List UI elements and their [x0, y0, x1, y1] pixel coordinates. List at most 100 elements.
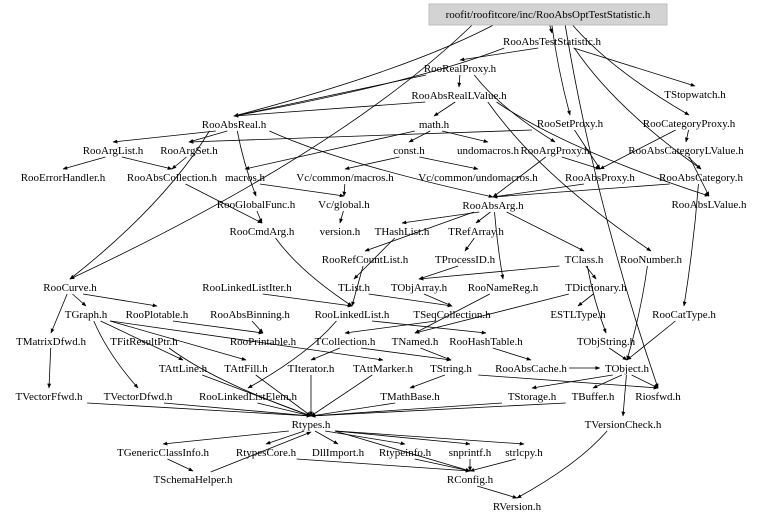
node-titerator-h[interactable]: TIterator.h — [288, 363, 335, 375]
node-rooabsreallvalue-h[interactable]: RooAbsRealLValue.h — [411, 90, 507, 102]
node-roocurve-h[interactable]: RooCurve.h — [43, 282, 97, 294]
node-rtypes-h[interactable]: Rtypes.h — [292, 419, 331, 431]
node-riosfwd-h[interactable]: Riosfwd.h — [635, 391, 681, 403]
node-rooglobalfunc-h[interactable]: RooGlobalFunc.h — [217, 199, 296, 211]
node-trefarray-h[interactable]: TRefArray.h — [448, 226, 504, 238]
node-const-h[interactable]: const.h — [393, 145, 425, 157]
node-roonamereg-h[interactable]: RooNameReg.h — [468, 282, 539, 294]
node-tobjarray-h[interactable]: TObjArray.h — [391, 282, 448, 294]
node-roorealproxy-h[interactable]: RooRealProxy.h — [424, 63, 497, 75]
node-rooabsbinning-h[interactable]: RooAbsBinning.h — [210, 309, 290, 321]
node-undomacros-h[interactable]: undomacros.h — [457, 145, 520, 157]
node-rooabscategory-h[interactable]: RooAbsCategory.h — [659, 172, 743, 184]
node-rtypescore-h[interactable]: RtypesCore.h — [236, 447, 297, 459]
node-rooplotable-h[interactable]: RooPlotable.h — [126, 309, 189, 321]
root-node-label: roofit/roofitcore/inc/RooAbsOptTestStati… — [446, 9, 651, 21]
node-rooabsarg-h[interactable]: RooAbsArg.h — [462, 200, 524, 212]
node-roocmdarg-h[interactable]: RooCmdArg.h — [230, 226, 295, 238]
node-thashlist-h[interactable]: THashList.h — [375, 226, 430, 238]
node-tobjstring-h[interactable]: TObjString.h — [577, 336, 636, 348]
node-vc-global-h[interactable]: Vc/global.h — [318, 199, 370, 211]
edge-roocattype-h-to-tobject-h — [626, 320, 676, 361]
node-tbuffer-h[interactable]: TBuffer.h — [572, 391, 615, 403]
node-roorefcountlist-h[interactable]: RooRefCountList.h — [322, 254, 409, 266]
node-roolinkedlistelem-h[interactable]: RooLinkedListElem.h — [199, 391, 298, 403]
node-tseqcollection-h[interactable]: TSeqCollection.h — [413, 309, 491, 321]
edge-rooabsteststatistic-h-to-rooabscategory-h — [574, 47, 702, 170]
node-tobject-h[interactable]: TObject.h — [605, 363, 650, 375]
node-tstring-h[interactable]: TString.h — [430, 363, 472, 375]
edge-tstring-h-to-tmathbase-h — [409, 374, 445, 389]
node-tattfill-h[interactable]: TAttFill.h — [224, 363, 268, 375]
edge-rooabscategorylvalue-h-to-rooabslvalue-h — [689, 156, 710, 197]
node-roolinkedlist-h[interactable]: RooLinkedList.h — [315, 309, 390, 321]
edge-tobject-h-to-tstorage-h — [531, 374, 613, 390]
node-vc-common-undomacros-h[interactable]: Vc/common/undomacros.h — [418, 172, 538, 184]
node-roolinkedlistiter-h[interactable]: RooLinkedListIter.h — [202, 282, 292, 294]
edge-roohashtable-h-to-rooabscache-h — [492, 347, 532, 361]
edges — [47, 20, 710, 499]
node-tmathbase-h[interactable]: TMathBase.h — [380, 391, 440, 403]
node-vc-common-macros-h[interactable]: Vc/common/macros.h — [296, 172, 394, 184]
node-rversion-h[interactable]: RVersion.h — [493, 501, 542, 513]
node-rooargproxy-h[interactable]: RooArgProxy.h — [520, 145, 590, 157]
node-tlist-h[interactable]: TList.h — [338, 282, 371, 294]
edge-tobject-h-to-tbuffer-h — [592, 374, 623, 389]
node-tattline-h[interactable]: TAttLine.h — [159, 363, 208, 375]
node-rooerrorhandler-h[interactable]: RooErrorHandler.h — [21, 172, 106, 184]
node-macros-h[interactable]: macros.h — [225, 172, 266, 184]
node-roonumber-h[interactable]: RooNumber.h — [620, 254, 683, 266]
node-math-h[interactable]: math.h — [419, 119, 450, 131]
node-rooabscollection-h[interactable]: RooAbsCollection.h — [127, 172, 218, 184]
node-tmatrixdfwd-h[interactable]: TMatrixDfwd.h — [16, 336, 86, 348]
node-roosetproxy-h[interactable]: RooSetProxy.h — [537, 118, 604, 130]
node-estltype-h[interactable]: ESTLType.h — [550, 309, 606, 321]
node-dllimport-h[interactable]: DllImport.h — [312, 447, 365, 459]
node-rooabscache-h[interactable]: RooAbsCache.h — [495, 363, 567, 375]
node-tversioncheck-h[interactable]: TVersionCheck.h — [585, 419, 662, 431]
node-rooabslvalue-h[interactable]: RooAbsLValue.h — [671, 199, 747, 211]
node-rtypeinfo-h[interactable]: Rtypeinfo.h — [379, 447, 432, 459]
node-tclass-h[interactable]: TClass.h — [565, 254, 604, 266]
node-version-h[interactable]: version.h — [320, 226, 361, 238]
node-tvectordfwd-h[interactable]: TVectorDfwd.h — [104, 391, 173, 403]
edge-trefarray-h-to-tprocessid-h — [464, 237, 475, 252]
node-rconfig-h[interactable]: RConfig.h — [447, 474, 494, 486]
node-tgraph-h[interactable]: TGraph.h — [65, 309, 108, 321]
node-rooabsreal-h[interactable]: RooAbsReal.h — [202, 119, 267, 131]
edge-roocategoryproxy-h-to-rooabscategorylvalue-h — [685, 129, 689, 143]
node-tvectorffwd-h[interactable]: TVectorFfwd.h — [16, 391, 83, 403]
node-roocattype-h[interactable]: RooCatType.h — [652, 309, 716, 321]
node-roohashtable-h[interactable]: RooHashTable.h — [449, 336, 523, 348]
edge-rtypes-h-to-dllimport-h — [314, 430, 339, 445]
edge-const-h-to-vc-common-macros-h — [344, 156, 400, 170]
node-tprocessid-h[interactable]: TProcessID.h — [435, 254, 496, 266]
node-tgenericclassinfo-h[interactable]: TGenericClassInfo.h — [117, 447, 209, 459]
edge-math-h-to-const-h — [408, 130, 431, 143]
node-rooabsproxy-h[interactable]: RooAbsProxy.h — [565, 172, 635, 184]
node-tdictionary-h[interactable]: TDictionary.h — [565, 282, 627, 294]
root-node[interactable]: roofit/roofitcore/inc/RooAbsOptTestStati… — [428, 3, 668, 26]
node-tschemahelper-h[interactable]: TSchemaHelper.h — [153, 474, 233, 486]
node-rooarglist-h[interactable]: RooArgList.h — [83, 145, 144, 157]
edge-tnamed-h-to-tstring-h — [420, 347, 452, 361]
edge-root-to-roocurve-h — [69, 20, 477, 280]
node-rooabsteststatistic-h[interactable]: RooAbsTestStatistic.h — [503, 36, 601, 48]
node-rooabscategorylvalue-h[interactable]: RooAbsCategoryLValue.h — [628, 145, 744, 157]
node-tstopwatch-h[interactable]: TStopwatch.h — [664, 89, 726, 101]
edge-root-to-roosetproxy-h — [550, 20, 571, 116]
node-tstorage-h[interactable]: TStorage.h — [508, 391, 557, 403]
node-rooprintable-h[interactable]: RooPrintable.h — [230, 336, 297, 348]
node-tfitresultptr-h[interactable]: TFitResultPtr.h — [110, 336, 178, 348]
edge-tobject-h-to-riosfwd-h — [631, 374, 659, 389]
node-snprintf-h[interactable]: snprintf.h — [449, 447, 492, 459]
node-tnamed-h[interactable]: TNamed.h — [392, 336, 439, 348]
node-roocategoryproxy-h[interactable]: RooCategoryProxy.h — [643, 118, 736, 130]
node-strlcpy-h[interactable]: strlcpy.h — [505, 447, 543, 459]
edge-thashlist-h-to-tlist-h — [353, 237, 396, 280]
edge-rooarglist-h-to-rooabscollection-h — [121, 156, 173, 170]
node-rooargset-h[interactable]: RooArgSet.h — [160, 145, 218, 157]
root-node-box — [428, 3, 668, 26]
node-tattmarker-h[interactable]: TAttMarker.h — [353, 363, 413, 375]
node-tcollection-h[interactable]: TCollection.h — [315, 336, 376, 348]
